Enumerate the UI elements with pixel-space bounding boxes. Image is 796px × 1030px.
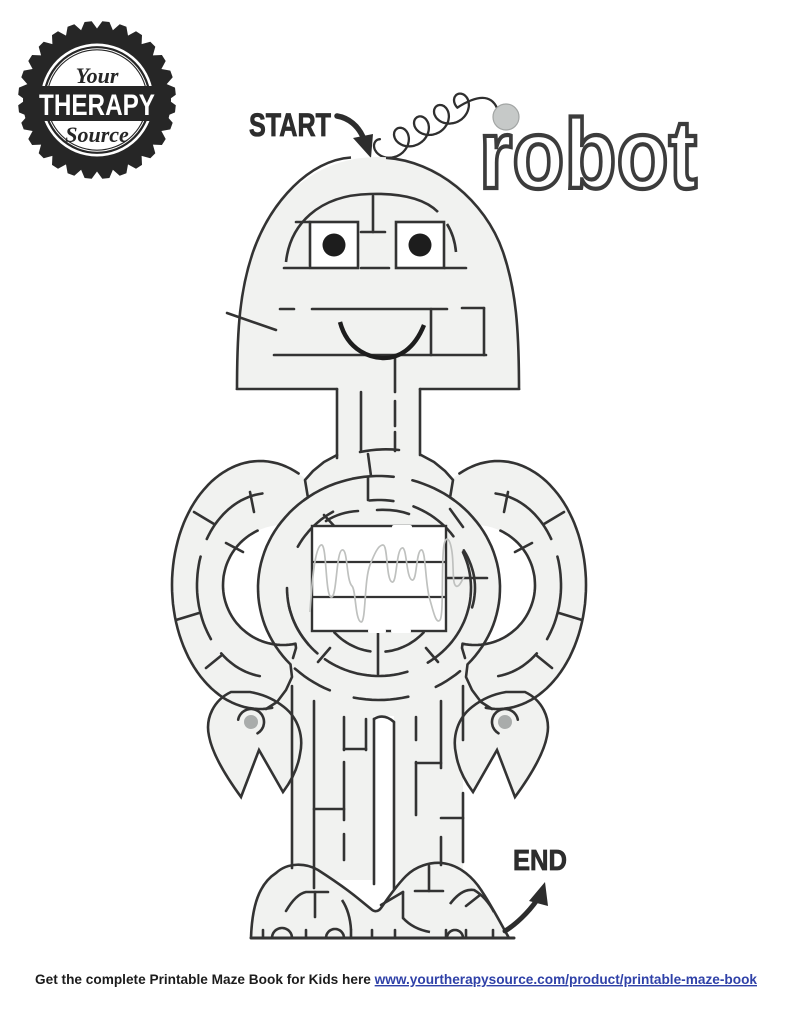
svg-text:Source: Source	[65, 122, 129, 147]
svg-text:Get the complete Printable Maz: Get the complete Printable Maze Book for…	[35, 971, 757, 987]
svg-text:THERAPY: THERAPY	[39, 89, 155, 122]
svg-text:START: START	[249, 107, 331, 143]
svg-text:END: END	[513, 845, 567, 877]
svg-text:robot: robot	[479, 99, 697, 209]
svg-text:Your: Your	[76, 63, 119, 88]
